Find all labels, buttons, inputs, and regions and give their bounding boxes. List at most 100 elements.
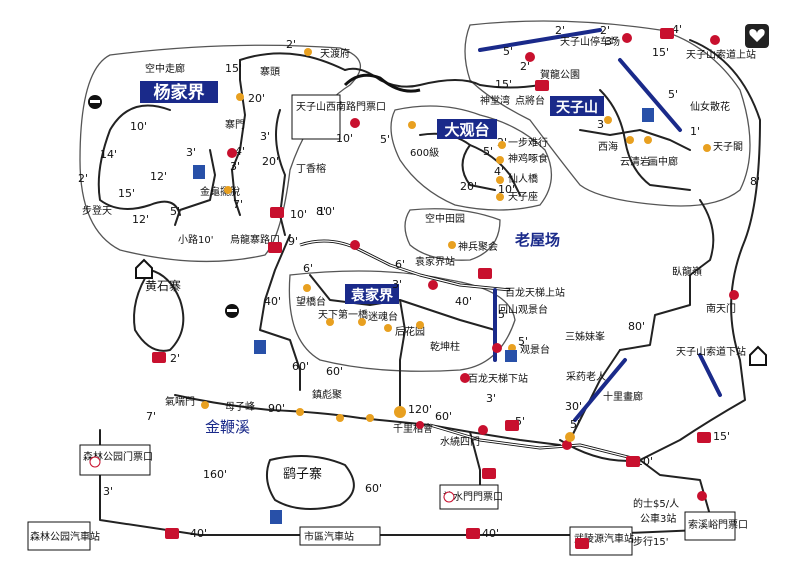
restroom-icons bbox=[193, 108, 654, 524]
label-mihun-tai: 迷魂台 bbox=[368, 310, 398, 323]
dist-label: 40' bbox=[455, 295, 472, 308]
restroom-icon bbox=[505, 350, 517, 362]
dist-label: 2' bbox=[286, 38, 296, 51]
dist-label: 5' bbox=[498, 308, 508, 321]
label-liubaiji: 600級 bbox=[410, 146, 439, 159]
label-zhaimen: 寨門 bbox=[225, 118, 245, 131]
bus-icon bbox=[482, 468, 496, 479]
svg-text:索溪峪門票口: 索溪峪門票口 bbox=[688, 518, 748, 531]
restroom-icon bbox=[270, 510, 282, 524]
spot-icon bbox=[565, 432, 575, 442]
label-qiankun-zhu: 乾坤柱 bbox=[430, 340, 460, 353]
label-tianzizuo: 天子座 bbox=[508, 190, 538, 203]
dist-label: 2' bbox=[555, 24, 565, 37]
dist-label: 12' bbox=[132, 213, 149, 226]
spot-icon bbox=[201, 401, 209, 409]
dist-label: 5' bbox=[518, 335, 528, 348]
dist-label: 15' bbox=[118, 187, 135, 200]
tianzishan-top-road bbox=[478, 28, 602, 52]
region-label-yuanjiajie: 袁家界 bbox=[345, 284, 399, 304]
spot-icon bbox=[296, 408, 304, 416]
svg-text:市區汽車站: 市區汽車站 bbox=[304, 530, 354, 543]
dist-label: 20' bbox=[248, 92, 265, 105]
spot-icon bbox=[408, 121, 416, 129]
dist-label: 2' bbox=[520, 60, 530, 73]
dist-label: 7' bbox=[146, 410, 156, 423]
label-houhua-yuan: 后花园 bbox=[395, 325, 425, 338]
dist-label: 4' bbox=[235, 145, 245, 158]
dist-label: 3' bbox=[186, 146, 196, 159]
dist-label: 10' bbox=[290, 208, 307, 221]
dist-label: 8' bbox=[750, 175, 760, 188]
pin-marker-icon bbox=[460, 373, 470, 383]
dist-label: 10' bbox=[336, 132, 353, 145]
bus-note: 公車3站 bbox=[640, 512, 676, 525]
road-south-east-inner bbox=[429, 424, 641, 461]
label-maozi-feng: 母子峰 bbox=[225, 401, 255, 413]
trail-yangjiajie-north bbox=[239, 52, 346, 71]
dist-label: 2' bbox=[170, 352, 180, 365]
label-xiaolu: 小路10' bbox=[178, 233, 213, 246]
dist-label: 7' bbox=[233, 198, 243, 211]
trail-ten-mile bbox=[569, 349, 621, 441]
spot-icon bbox=[448, 241, 456, 249]
label-yuanjiajie-tingche: 袁家界站 bbox=[415, 255, 455, 268]
pin-marker-icon bbox=[350, 240, 360, 250]
label-wangqiao-tai: 望橋台 bbox=[296, 295, 326, 308]
dist-label: 3' bbox=[260, 130, 270, 143]
restroom-icon bbox=[642, 108, 654, 122]
dist-label: 40' bbox=[264, 295, 281, 308]
dist-label: 30' bbox=[565, 400, 582, 413]
favorite-button[interactable] bbox=[745, 24, 769, 48]
region-label-jinbianxi: 金鞭溪 bbox=[205, 418, 250, 436]
dist-label: 12' bbox=[150, 170, 167, 183]
label-yunqingyan: 云清岩 bbox=[620, 155, 650, 168]
label-wulongzhai: 烏龍寨路口 bbox=[230, 233, 280, 246]
gate-icons bbox=[135, 258, 767, 366]
dist-label: 60' bbox=[365, 482, 382, 495]
spot-icon bbox=[703, 144, 711, 152]
bus-icon bbox=[535, 80, 549, 91]
daguantai-area-outline bbox=[390, 105, 552, 211]
label-huazhong-hua: 画中廊 bbox=[648, 155, 678, 168]
bus-icon bbox=[268, 242, 282, 253]
region-label-laowuchang: 老屋场 bbox=[514, 231, 560, 249]
gate-icon bbox=[135, 258, 153, 279]
trail-yuanjiajie-south bbox=[399, 299, 406, 416]
pin-marker-icon bbox=[428, 280, 438, 290]
label-helong-gongyuan: 賀龍公園 bbox=[540, 68, 580, 81]
bus-icons bbox=[152, 28, 711, 549]
label-shenjitianguan: 神鸡啄食 bbox=[508, 152, 548, 165]
dist-label: 15' bbox=[713, 430, 730, 443]
pin-marker-icon bbox=[710, 35, 720, 45]
label-bailong-shang: 百龙天梯上站 bbox=[505, 286, 565, 299]
label-tianzishan-suodao-shang: 天子山索道上站 bbox=[686, 48, 756, 61]
label-shendangwan: 神堂湾 bbox=[480, 94, 510, 107]
dist-label: 5' bbox=[380, 133, 390, 146]
spot-icon bbox=[366, 414, 374, 422]
spot-icon bbox=[604, 116, 612, 124]
dist-label: 60' bbox=[435, 410, 452, 423]
label-guanjingtai2: 观景台 bbox=[520, 343, 550, 356]
label-tianzishan-tingche: 天子山停车场 bbox=[560, 35, 620, 48]
dist-label: 10' bbox=[130, 120, 147, 133]
trail-south-road bbox=[99, 429, 701, 536]
trail-tianzishan-west bbox=[275, 109, 286, 236]
dist-label: 20' bbox=[262, 155, 279, 168]
trail-huangshizhai-loop bbox=[133, 269, 185, 352]
dist-label: 80' bbox=[628, 320, 645, 333]
bus-icon bbox=[478, 268, 492, 279]
dist-label: 2' bbox=[78, 172, 88, 185]
pin-marker-icon bbox=[525, 52, 535, 62]
pin-marker-icon bbox=[227, 148, 237, 158]
bus-icon bbox=[152, 352, 166, 363]
tianzishan-cableway-2 bbox=[698, 353, 722, 397]
label-xianrenqiao: 仙人橋 bbox=[508, 172, 538, 185]
trail-yaozizhai-loop bbox=[265, 455, 355, 510]
dist-label: 5' bbox=[515, 415, 525, 428]
spot-icon bbox=[496, 193, 504, 201]
dist-label: 60' bbox=[326, 365, 343, 378]
label-budeng-tian: 步登天 bbox=[82, 204, 112, 217]
spot-icon bbox=[496, 176, 504, 184]
